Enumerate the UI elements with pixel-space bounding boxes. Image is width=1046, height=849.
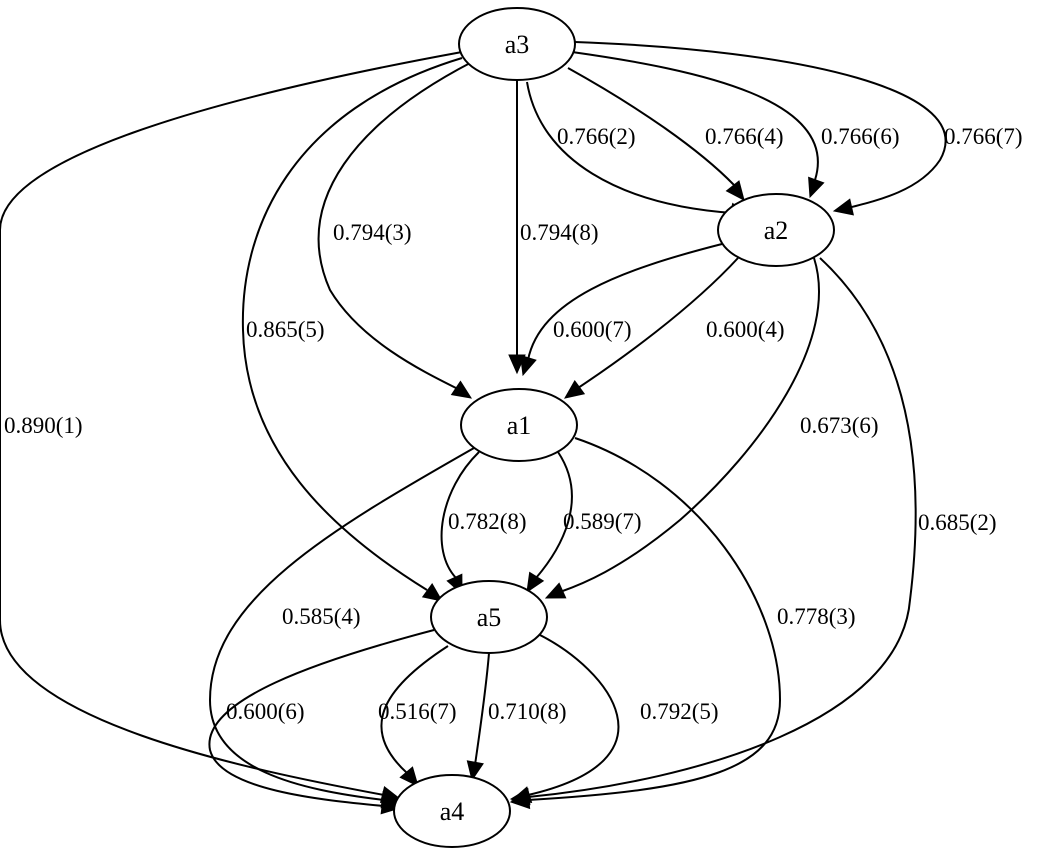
edge-a5-a4: 0.710(8) <box>466 652 567 782</box>
edge-line <box>571 51 819 181</box>
edge-a3-a2: 0.766(7) <box>574 41 1023 216</box>
edge-layer: 0.766(2) 0.766(4) 0.766(6) 0.766(7) 0.794(3)… <box>0 41 1023 815</box>
arrowhead <box>832 198 854 216</box>
node-a2: a2 <box>717 193 835 267</box>
edge-weight-label: 0.585(4) <box>282 604 361 629</box>
arrowhead <box>510 786 533 804</box>
edge-a2-a5: 0.673(6) <box>544 257 879 599</box>
arrowhead <box>564 379 586 399</box>
edge-line <box>241 57 463 591</box>
edge-a2-a4: 0.685(2) <box>509 257 997 806</box>
node-label: a2 <box>764 216 789 245</box>
edge-weight-label: 0.794(3) <box>333 220 412 245</box>
edge-weight-label: 0.778(3) <box>777 604 856 629</box>
node-label: a1 <box>507 411 532 440</box>
edge-line <box>208 447 475 801</box>
node-a5: a5 <box>430 580 548 654</box>
edge-weight-label: 0.600(4) <box>706 317 785 342</box>
node-ellipse <box>458 7 576 81</box>
arrowhead <box>380 797 402 815</box>
edge-line <box>577 257 739 389</box>
arrowhead <box>725 180 745 201</box>
edge-line <box>535 451 573 579</box>
node-a1: a1 <box>460 388 578 462</box>
edge-a5-a4: 0.600(6) <box>208 629 435 815</box>
edge-weight-label: 0.673(6) <box>800 413 879 438</box>
edge-line <box>567 67 735 186</box>
node-ellipse <box>460 388 578 462</box>
edge-a3-a4: 0.890(1) <box>0 51 463 804</box>
node-a4: a4 <box>393 774 511 848</box>
edge-weight-label: 0.516(7) <box>378 699 457 724</box>
edge-weight-label: 0.600(6) <box>226 699 305 724</box>
edge-weight-label: 0.685(2) <box>918 510 997 535</box>
edge-line <box>380 645 449 774</box>
edge-weight-label: 0.794(8) <box>520 220 599 245</box>
edge-line <box>574 41 947 209</box>
arrowhead <box>544 582 567 599</box>
edge-line <box>526 81 734 214</box>
edge-weight-label: 0.600(7) <box>553 317 632 342</box>
edge-line <box>317 61 473 389</box>
edge-weight-label: 0.710(8) <box>488 699 567 724</box>
edge-a1-a5: 0.589(7) <box>526 451 642 594</box>
edge-a5-a4: 0.792(5) <box>510 633 719 804</box>
edge-weight-label: 0.766(2) <box>557 124 636 149</box>
edge-line <box>527 633 620 796</box>
edge-weight-label: 0.766(6) <box>821 124 900 149</box>
edge-weight-label: 0.766(7) <box>944 124 1023 149</box>
edge-a1-a4: 0.778(3) <box>509 437 856 810</box>
arrowhead <box>526 571 545 594</box>
edge-line <box>527 257 917 798</box>
edge-line <box>0 51 463 796</box>
arrowhead <box>399 766 419 787</box>
node-label: a4 <box>440 797 465 826</box>
edge-a1-a5: 0.782(8) <box>440 451 527 596</box>
edge-a5-a4: 0.516(7) <box>378 645 457 787</box>
edge-weight-label: 0.890(1) <box>4 413 83 438</box>
edge-line <box>474 652 490 766</box>
arrowhead <box>421 583 443 602</box>
edge-line <box>559 257 820 593</box>
edge-line <box>527 243 723 361</box>
arrowhead <box>519 354 537 377</box>
edge-a3-a2: 0.766(6) <box>571 51 900 199</box>
node-ellipse <box>393 774 511 848</box>
edge-weight-label: 0.782(8) <box>448 509 527 534</box>
edge-a2-a1: 0.600(4) <box>564 257 785 399</box>
node-label: a3 <box>505 30 530 59</box>
edge-line <box>208 629 435 807</box>
edge-weight-label: 0.865(5) <box>246 317 325 342</box>
arrowhead <box>808 176 825 199</box>
edge-weight-label: 0.766(4) <box>705 124 784 149</box>
edge-a3-a2: 0.766(4) <box>567 67 784 201</box>
arrowhead <box>450 380 473 399</box>
node-a3: a3 <box>458 7 576 81</box>
edge-a2-a1: 0.600(7) <box>519 243 723 377</box>
edge-a3-a1: 0.794(8) <box>508 80 599 375</box>
node-label: a5 <box>477 603 502 632</box>
node-ellipse <box>717 193 835 267</box>
node-ellipse <box>430 580 548 654</box>
node-layer: a3 a2 a1 a5 a4 <box>393 7 835 848</box>
edge-weight-label: 0.792(5) <box>640 699 719 724</box>
edge-a3-a2: 0.766(2) <box>526 81 750 220</box>
edge-line <box>527 437 782 801</box>
edge-a3-a5: 0.865(5) <box>241 57 463 602</box>
edge-weight-label: 0.589(7) <box>563 509 642 534</box>
arrowhead <box>466 760 484 782</box>
edge-a3-a1: 0.794(3) <box>317 61 473 399</box>
edge-line <box>440 451 480 579</box>
